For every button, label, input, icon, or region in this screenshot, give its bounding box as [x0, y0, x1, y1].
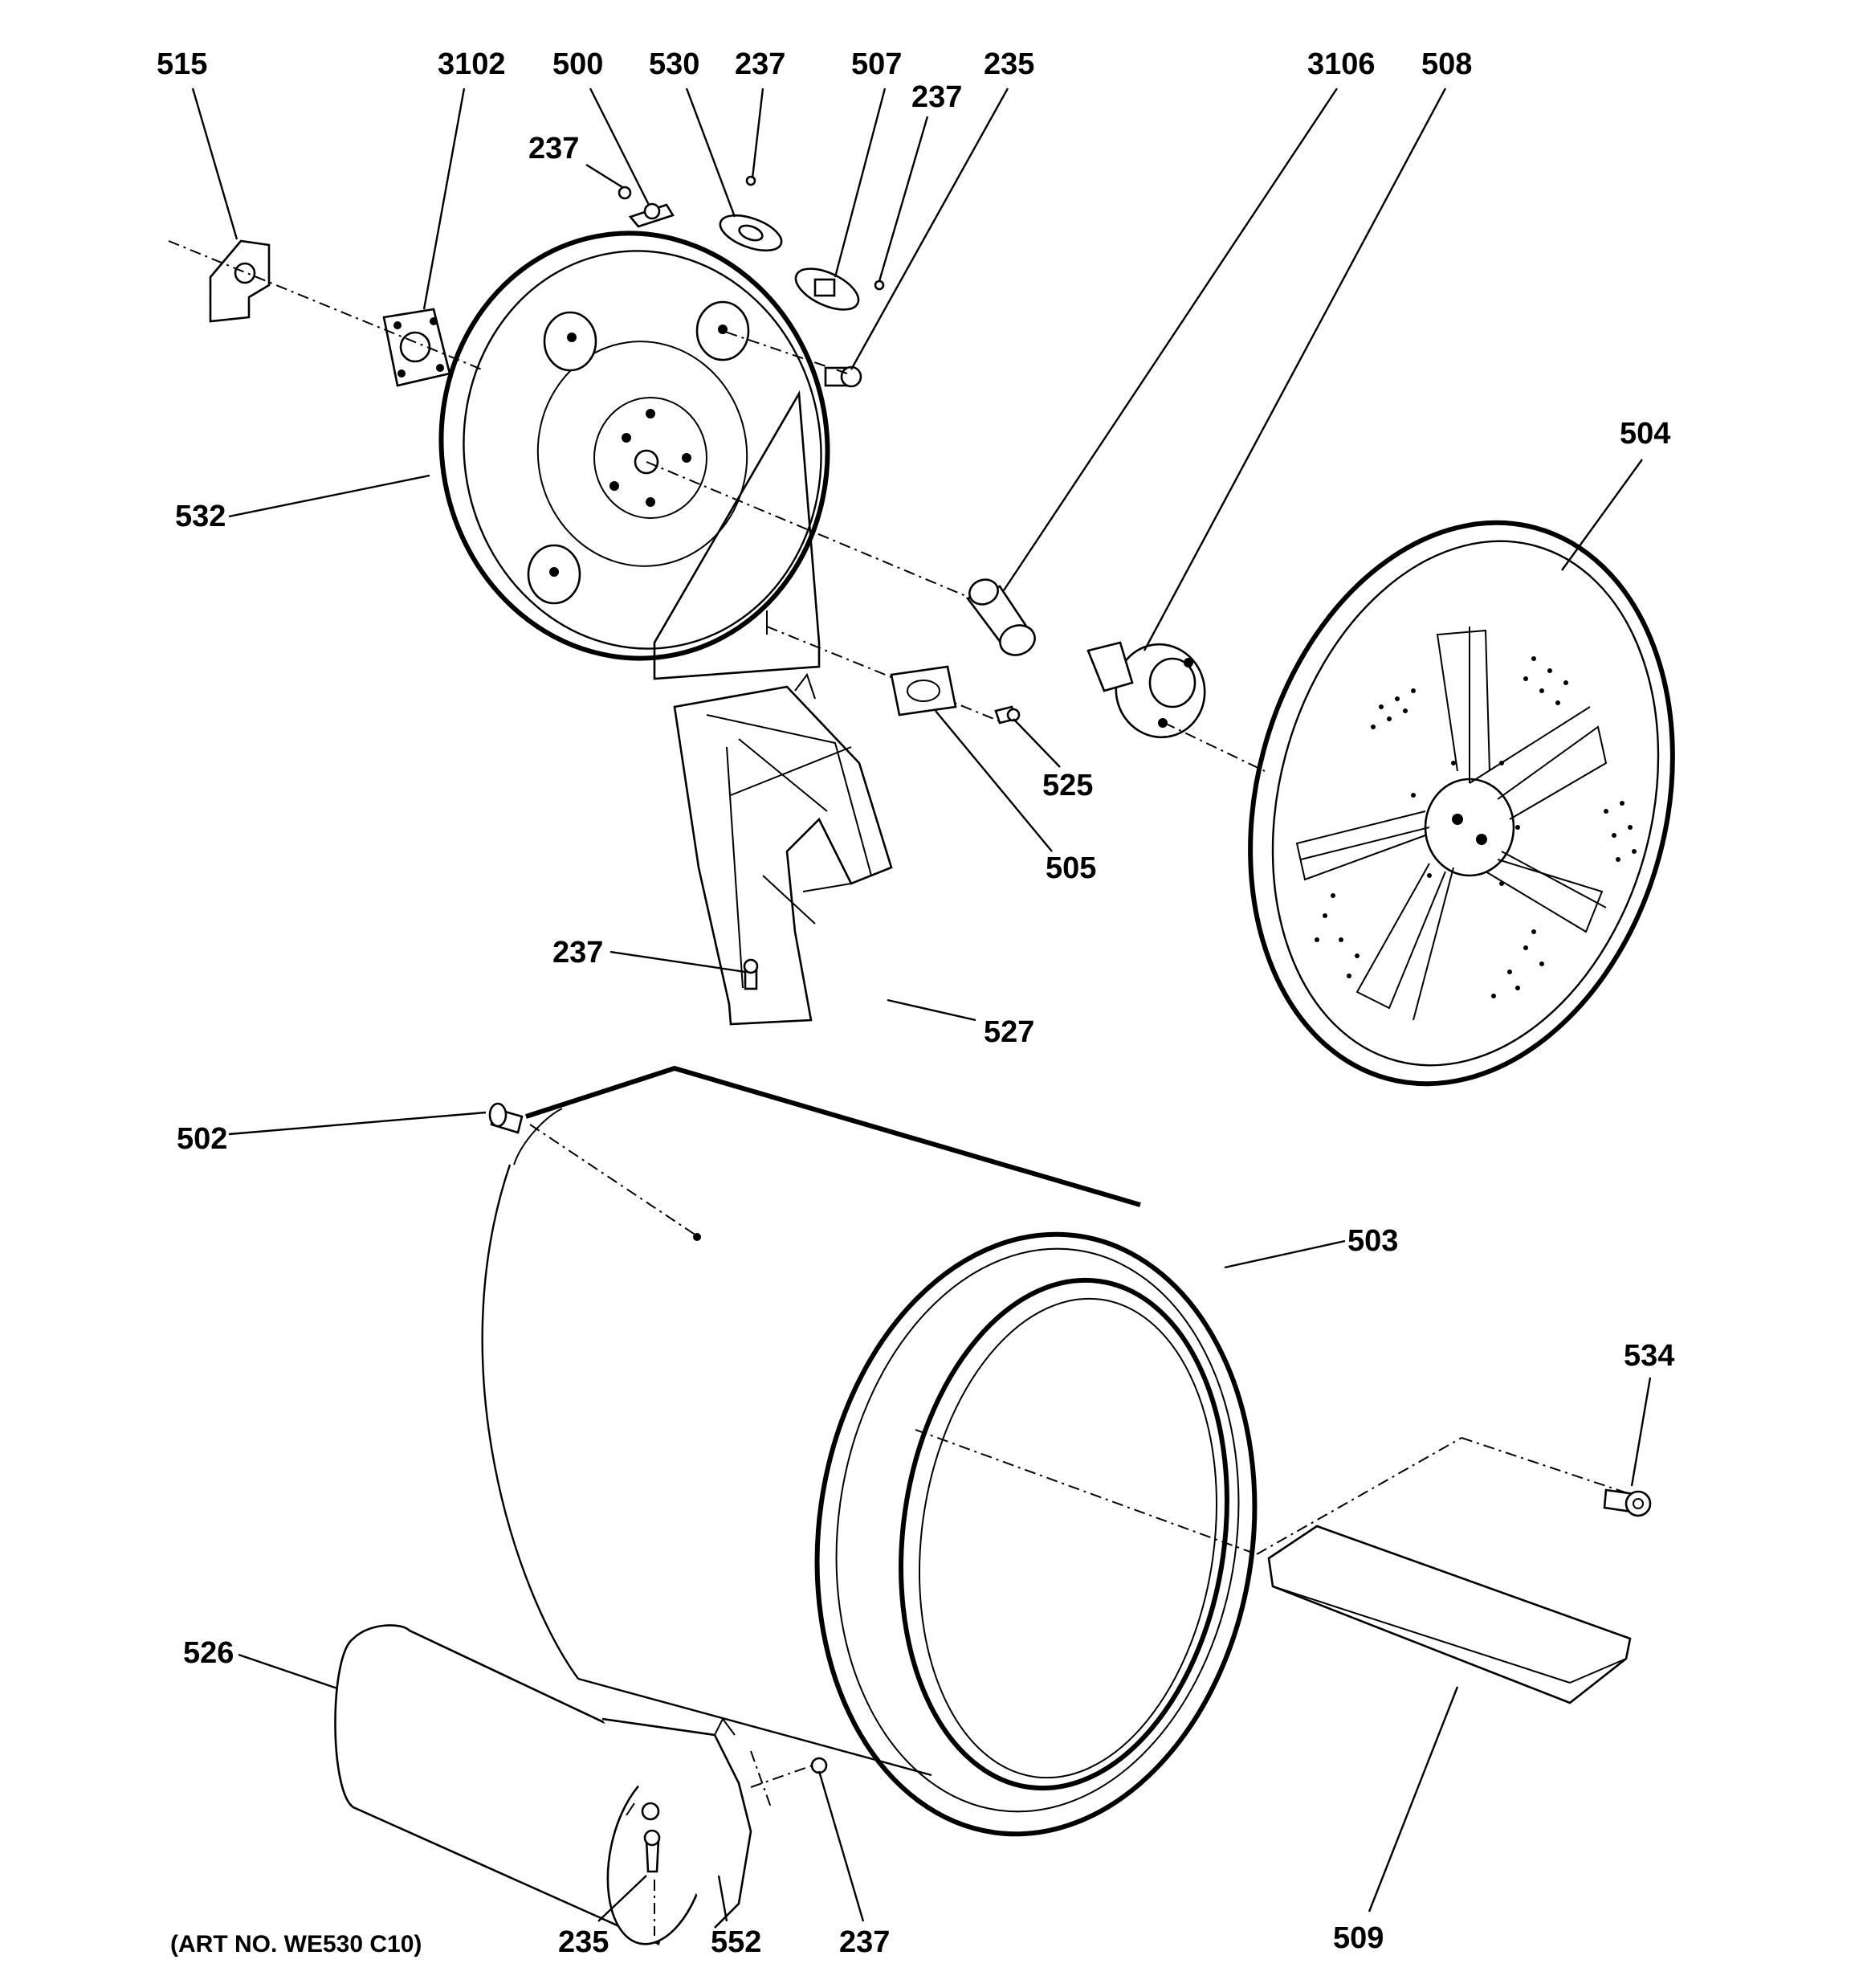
callout-237-top2: 237 [911, 80, 962, 114]
screw-525 [994, 705, 1021, 725]
bushing-3106 [965, 578, 1036, 656]
bearing-plate-3102 [382, 308, 451, 387]
screw-237-duct [743, 958, 759, 990]
screw-502 [488, 1102, 524, 1134]
thermostat-500 [628, 202, 675, 228]
callout-235-top: 235 [984, 47, 1034, 81]
callout-237-left: 237 [528, 132, 579, 165]
gasket-505 [890, 665, 957, 716]
callout-3106: 3106 [1307, 47, 1376, 81]
callout-labels: 515 3102 500 530 237 507 235 237 237 310… [157, 47, 1674, 1959]
callout-3102: 3102 [438, 47, 506, 81]
callout-237-duct: 237 [552, 936, 603, 970]
screw-237-small [618, 175, 885, 291]
callout-235-bottom: 235 [558, 1925, 609, 1959]
screw-235-top [824, 365, 862, 388]
screw-237-bottom [810, 1757, 828, 1774]
callout-530: 530 [649, 47, 699, 81]
bracket-515 [209, 239, 271, 323]
callout-552: 552 [711, 1925, 761, 1959]
callout-505: 505 [1046, 851, 1096, 885]
callout-502: 502 [177, 1122, 227, 1156]
heater-526 [334, 1624, 752, 1945]
thermistor-507 [794, 267, 860, 311]
lint-duct-527 [673, 672, 893, 1026]
callout-237-top: 237 [735, 47, 785, 81]
callout-503: 503 [1347, 1224, 1398, 1258]
callout-509: 509 [1333, 1921, 1384, 1955]
drum-503 [481, 1065, 1258, 1837]
callout-526: 526 [183, 1636, 234, 1670]
callout-507: 507 [851, 47, 902, 81]
callout-527: 527 [984, 1015, 1034, 1049]
baffle-509 [1267, 1525, 1632, 1704]
drum-back-perforations [1315, 656, 1637, 998]
sensor-530 [719, 214, 783, 252]
callout-504: 504 [1620, 417, 1670, 451]
callout-508: 508 [1421, 47, 1472, 81]
rear-bulkhead-532 [438, 231, 830, 680]
callout-525: 525 [1042, 769, 1093, 802]
screw-534 [1603, 1488, 1652, 1517]
leader-lines [191, 88, 1652, 1922]
drum-back-504 [1248, 520, 1675, 1087]
callout-532: 532 [175, 500, 226, 533]
hub-508 [1086, 641, 1206, 739]
callout-237-bottom: 237 [839, 1925, 890, 1959]
callout-534: 534 [1624, 1339, 1674, 1373]
art-number: (ART NO. WE530 C10) [170, 1931, 422, 1957]
screw-235-bottom [643, 1829, 661, 1873]
callout-500: 500 [552, 47, 603, 81]
callout-515: 515 [157, 47, 207, 81]
